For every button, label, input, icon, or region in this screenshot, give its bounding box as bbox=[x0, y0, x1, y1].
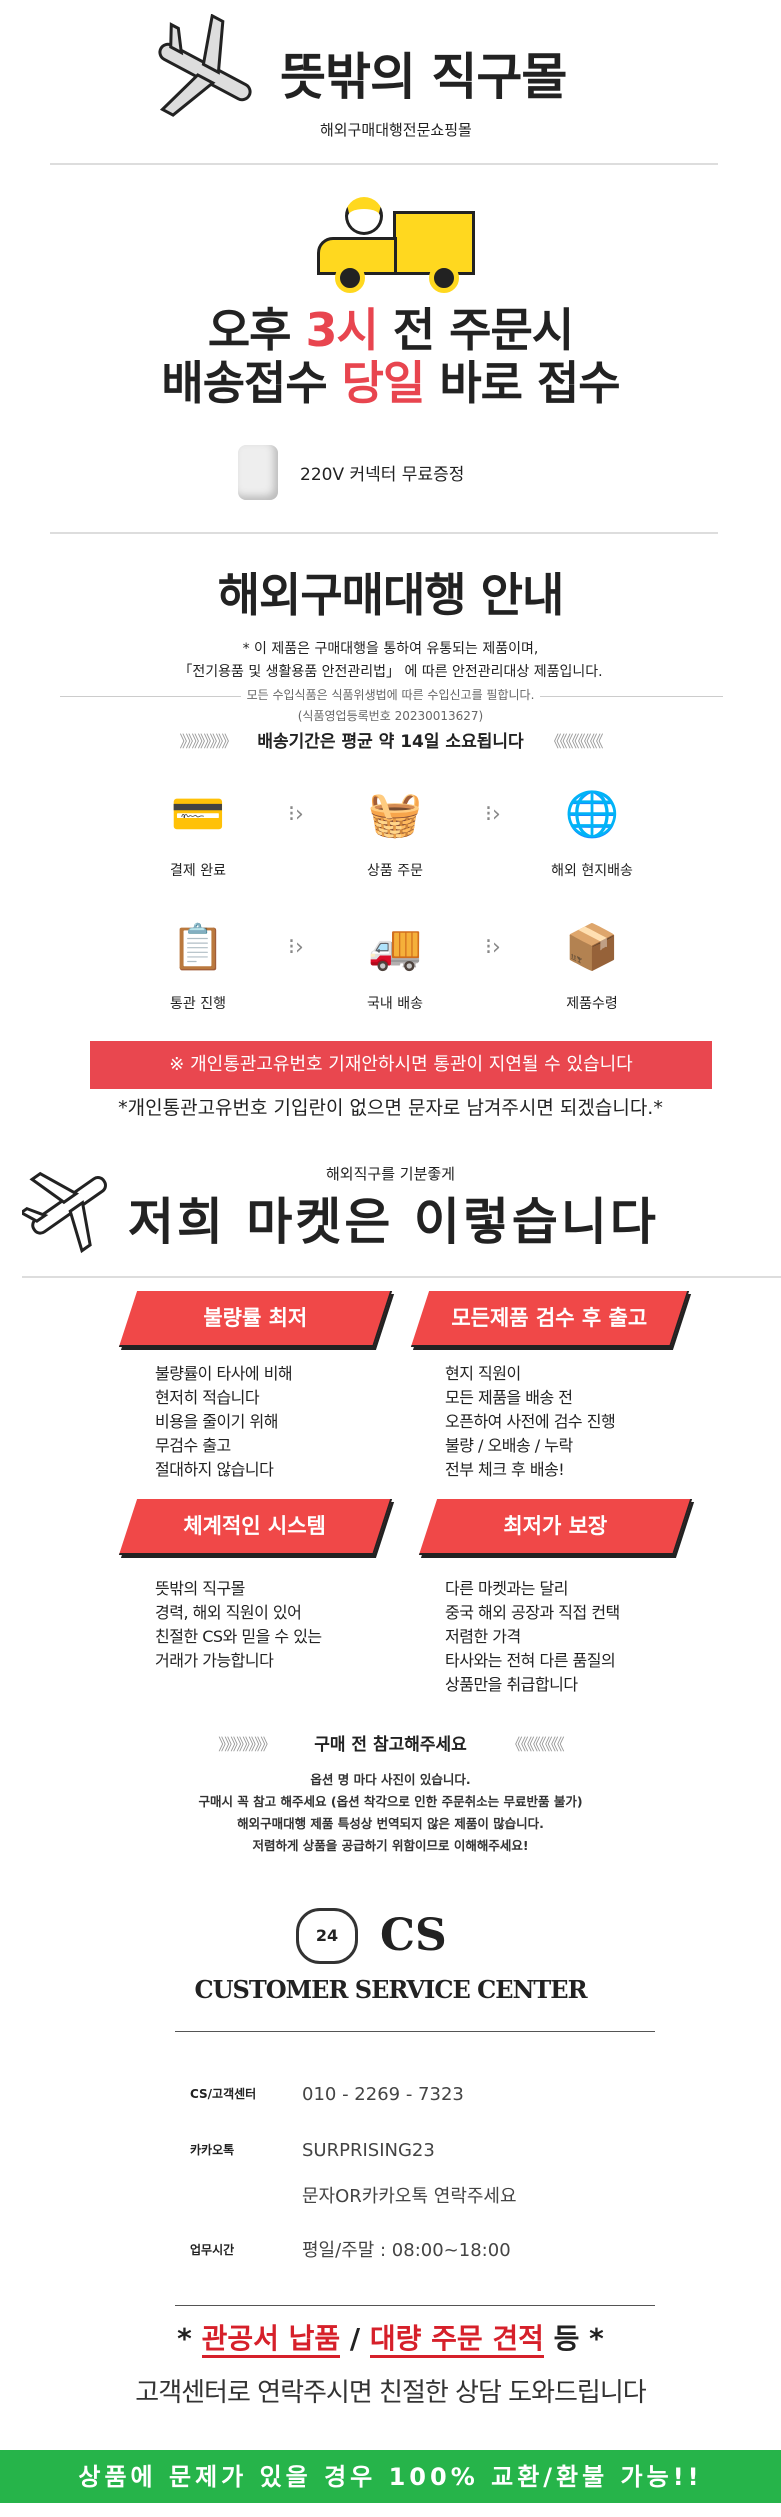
divider bbox=[22, 1276, 781, 1278]
promo-line-1: 오후 3시 전 주문시 bbox=[207, 303, 574, 357]
refund-guarantee-banner: 상품에 문제가 있을 경우 100% 교환/환불 가능!! bbox=[0, 2450, 781, 2503]
clipboard-icon: 📋 bbox=[170, 922, 226, 973]
globe-icon: 🌐 bbox=[564, 789, 620, 840]
chevron-dots-icon: ⁝› bbox=[288, 935, 304, 960]
step-receive: 📦제품수령 bbox=[532, 913, 652, 1013]
credit-card-icon: 💳 bbox=[170, 789, 226, 840]
notice-text: 옵션 명 마다 사진이 있습니다.구매시 꼭 참고 해주세요 (옵션 착각으로 … bbox=[198, 1772, 583, 1853]
notice-title: 》》》》》》》》구매 전 참고해주세요《《《《《《《《 bbox=[218, 1735, 565, 1755]
guide-note-3: 모든 수입식품은 식품위생법에 따른 수입신고를 필합니다. bbox=[240, 688, 541, 702]
bulk-order-note: 고객센터로 연락주시면 친절한 상담 도와드립니다 bbox=[135, 2378, 646, 2408]
feature-tag: 모든제품 검수 후 출고 bbox=[410, 1291, 690, 1347]
feature-tag: 불량률 최저 bbox=[118, 1291, 393, 1347]
divider bbox=[175, 2305, 655, 2306]
cs-phone[interactable]: 010 - 2269 - 7323 bbox=[302, 2084, 464, 2105]
brand-title: 뜻밖의 직구몰 bbox=[280, 48, 567, 106]
step-order: 🧺상품 주문 bbox=[335, 780, 455, 880]
divider bbox=[50, 532, 718, 534]
adapter-plug-icon bbox=[238, 445, 278, 500]
customs-warning-banner: ※ 개인통관고유번호 기재안하시면 통관이 지연될 수 있습니다 bbox=[90, 1041, 712, 1089]
cs-kakao: SURPRISING23 bbox=[302, 2140, 435, 2161]
chevron-dots-icon: ⁝› bbox=[485, 802, 501, 827]
brand-subtitle: 해외구매대행전문쇼핑몰 bbox=[320, 121, 472, 139]
divider bbox=[175, 2031, 655, 2032]
phone-24-icon: 24 bbox=[296, 1908, 358, 1964]
cs-kakao-label: 카카오톡 bbox=[190, 2143, 235, 2157]
chevron-dots-icon: ⁝› bbox=[485, 935, 501, 960]
customs-note: *개인통관고유번호 기입란이 없으면 문자로 남겨주시면 되겠습니다.* bbox=[118, 1097, 663, 1119]
cs-hours: 평일/주말 : 08:00~18:00 bbox=[302, 2240, 511, 2261]
chevron-dots-icon: ⁝› bbox=[288, 802, 304, 827]
cs-phone-label: CS/고객센터 bbox=[190, 2087, 257, 2101]
airplane-logo-icon bbox=[158, 14, 252, 117]
gift-text: 220V 커넥터 무료증정 bbox=[300, 465, 465, 485]
cs-hours-label: 업무시간 bbox=[190, 2243, 235, 2257]
guide-note-1: * 이 제품은 구매대행을 통하여 유통되는 제품이며, bbox=[242, 641, 539, 657]
guide-note-2: 「전기용품 및 생활용품 안전관리법」 에 따른 안전관리대상 제품입니다. bbox=[178, 664, 603, 680]
cs-kakao-note: 문자OR카카오톡 연락주세요 bbox=[302, 2186, 517, 2207]
truck-icon: 🚚 bbox=[367, 922, 423, 973]
guide-title: 해외구매대행 안내 bbox=[217, 568, 565, 622]
market-title: 저희 마켓은 이렇습니다 bbox=[128, 1193, 659, 1251]
cs-logo: CS bbox=[380, 1910, 447, 1961]
package-hand-icon: 📦 bbox=[564, 922, 620, 973]
step-customs: 📋통관 진행 bbox=[138, 913, 258, 1013]
step-payment: 💳결제 완료 bbox=[138, 780, 258, 880]
delivery-truck-icon bbox=[315, 197, 480, 295]
market-subtitle: 해외직구를 기분좋게 bbox=[326, 1165, 455, 1183]
guide-note-4: (식품영업등록번호 20230013627) bbox=[297, 709, 484, 723]
step-overseas: 🌐해외 현지배송 bbox=[532, 780, 652, 880]
feature-tag: 최저가 보장 bbox=[418, 1499, 693, 1555]
basket-icon: 🧺 bbox=[367, 789, 423, 840]
divider bbox=[50, 163, 718, 165]
bulk-order-line: * 관공서 납품 / 대량 주문 견적 등 * bbox=[0, 2322, 781, 2358]
feature-tag: 체계적인 시스템 bbox=[118, 1499, 393, 1555]
airplane-icon bbox=[22, 1171, 107, 1254]
delivery-period: 》》》》》》》》배송기간은 평균 약 14일 소요됩니다《《《《《《《《 bbox=[179, 732, 603, 752]
cs-title: CUSTOMER SERVICE CENTER bbox=[194, 1975, 587, 2004]
step-domestic: 🚚국내 배송 bbox=[335, 913, 455, 1013]
promo-line-2: 배송접수 당일 바로 접수 bbox=[161, 356, 620, 410]
